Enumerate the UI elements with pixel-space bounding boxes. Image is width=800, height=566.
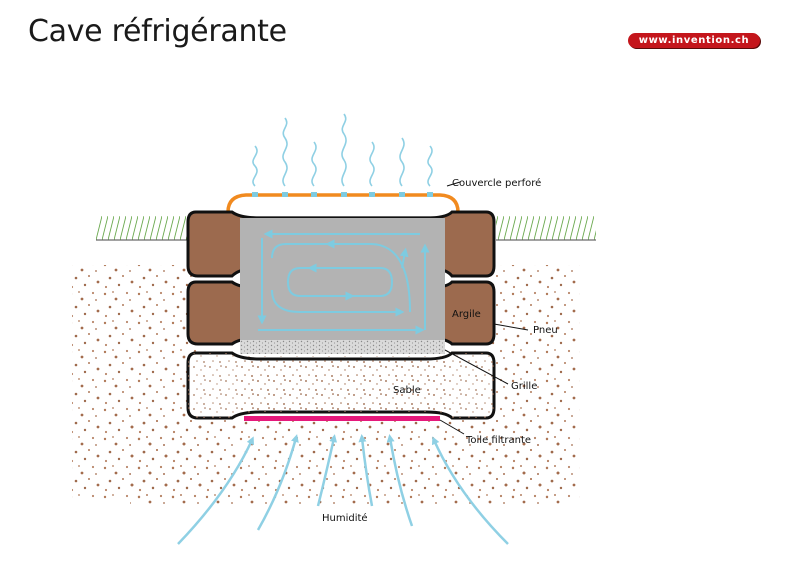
lid-hole [341,192,347,197]
vapor-wave [369,141,375,187]
label-clay: Argile [452,309,481,320]
grille [240,340,445,354]
humidity-arrow [386,434,414,527]
lid-hole [282,192,288,197]
tire-top [186,210,496,278]
lid-hole [369,192,375,197]
lid-holes [252,192,433,197]
label-tire: Pneu [533,325,558,336]
label-lid: Couvercle perforé [452,177,541,189]
air-loop-inner [286,267,394,297]
air-circulation [257,229,430,335]
vapor-wave [311,141,317,187]
vapor-waves [252,113,433,187]
grass-right [496,216,596,240]
vapor-wave [399,137,405,187]
perforated-lid [226,193,460,213]
air-loop-mid [271,243,411,313]
leader-lid [446,181,461,187]
humidity-arrow [358,434,374,507]
vapor-wave [427,145,433,187]
humidity-arrow [256,434,299,531]
air-arrow-right-inner [399,247,409,269]
vapor-wave [282,117,288,187]
tire-bottom [186,351,496,420]
leader-filter [439,419,465,435]
humidity-arrow [431,436,509,545]
lid-hole [252,192,258,197]
humidity-arrows [177,434,509,545]
lid-hole [311,192,317,197]
leader-grid [444,349,509,385]
soil-region-bottom [130,420,560,505]
tire-middle [186,268,496,346]
page-title: Cave réfrigérante [28,14,287,49]
filter-cloth [244,416,440,421]
lid-hole [427,192,433,197]
lid-hole [399,192,405,197]
vapor-wave [341,113,347,187]
leader-lines [439,181,529,435]
air-loop-mid-bottom [271,289,405,317]
humidity-arrow [177,436,254,545]
label-filter: Toile filtrante [465,435,531,446]
label-sand: Sable [393,385,421,396]
humidity-arrow [316,434,338,507]
label-grid: Grille [511,381,537,392]
label-humidity: Humidité [322,512,368,524]
brand-badge[interactable]: www.invention.ch [628,33,760,48]
vapor-wave [252,145,258,187]
leader-tire [493,323,529,331]
grass-left [96,216,190,240]
